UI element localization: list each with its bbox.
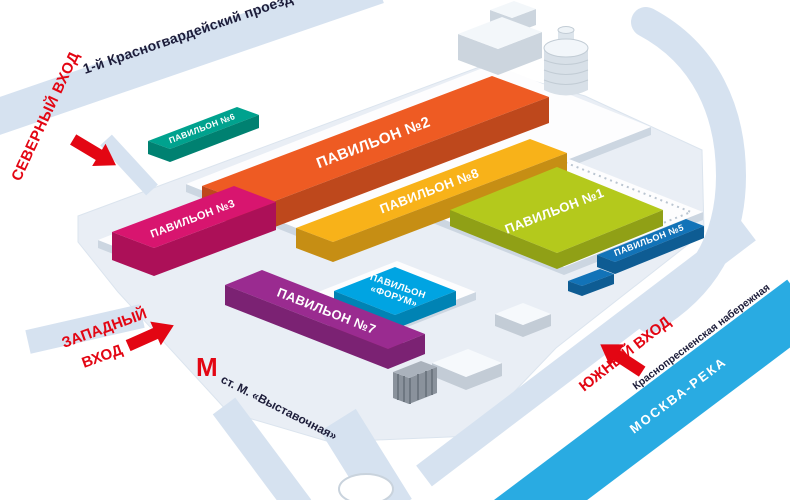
pavilion-5-sides [597, 226, 704, 274]
pavilion-2[interactable]: ПАВИЛЬОН №2 [202, 76, 549, 233]
storage-tank-ribs [543, 59, 589, 85]
kiosk-a-side [495, 314, 551, 337]
pavilion-5-annex-roof [568, 269, 614, 286]
pavilion-5-annex-shade [568, 274, 614, 296]
pavilion-6-shade [148, 115, 259, 162]
pavilion-6-sides [148, 115, 259, 162]
building-main-top [458, 17, 542, 49]
pavilion-8-shade [296, 153, 567, 262]
road-north-street [0, 0, 384, 135]
west-entrance-arrow-icon [125, 321, 174, 352]
building-main-side [458, 32, 542, 75]
roads [0, 0, 756, 500]
pavilion-2-sides [202, 97, 549, 233]
pavilion-7-shade [225, 285, 425, 369]
kiosk-a-top [495, 303, 551, 325]
pavilion-8-roof [296, 139, 567, 242]
service-buildings [458, 1, 589, 96]
pavilion-1[interactable]: ПАВИЛЬОН №1 [450, 167, 663, 269]
kiosk-b-top [432, 349, 502, 377]
pavilion-3[interactable]: ПАВИЛЬОН №3 [112, 186, 276, 276]
fountain [338, 473, 394, 500]
pavilion-1-shade [450, 210, 663, 269]
storage-tank-top [543, 38, 589, 58]
pavilion-5-annex-sides [568, 274, 614, 296]
pavilion-1-roof [450, 167, 663, 253]
pavilion-6-roof [148, 107, 259, 149]
stairs-block-top [393, 361, 437, 378]
tank-cap-top [557, 26, 575, 34]
stairs-block [393, 361, 437, 404]
road-embankment [416, 219, 756, 487]
pavilion-2-roof [202, 76, 549, 207]
kiosk-b-side [432, 363, 502, 390]
pavilion-3-shade [112, 202, 276, 276]
pavilion-forum-roof [334, 267, 456, 315]
pavilion-2-shade [202, 97, 549, 233]
pavilion-7-roof [225, 270, 425, 349]
south-entrance-arrow-icon [600, 344, 646, 377]
pavilion-3-sides [112, 202, 276, 276]
river [493, 279, 790, 500]
north-entrance-arrow-icon [70, 134, 117, 167]
pavilion-8[interactable]: ПАВИЛЬОН №8 [296, 139, 567, 262]
pavilion-7-sides [225, 285, 425, 369]
service-kiosks [432, 303, 551, 390]
pavilion-8-sides [296, 153, 567, 262]
road-southwest [212, 397, 312, 500]
metro-logo-icon[interactable]: М [196, 352, 218, 382]
road-west-access [25, 304, 145, 354]
pavilion-forum[interactable]: ПАВИЛЬОН «ФОРУМ» [334, 267, 456, 329]
building-upper-top [490, 1, 536, 18]
road-north-walkway [100, 134, 158, 196]
pavilion-3-roof [112, 186, 276, 248]
pavilion-1-sides [450, 210, 663, 269]
stairs-block-stripes [397, 369, 433, 404]
pavilion-5-roof [597, 219, 704, 262]
pavilion-5-shade [597, 226, 704, 274]
